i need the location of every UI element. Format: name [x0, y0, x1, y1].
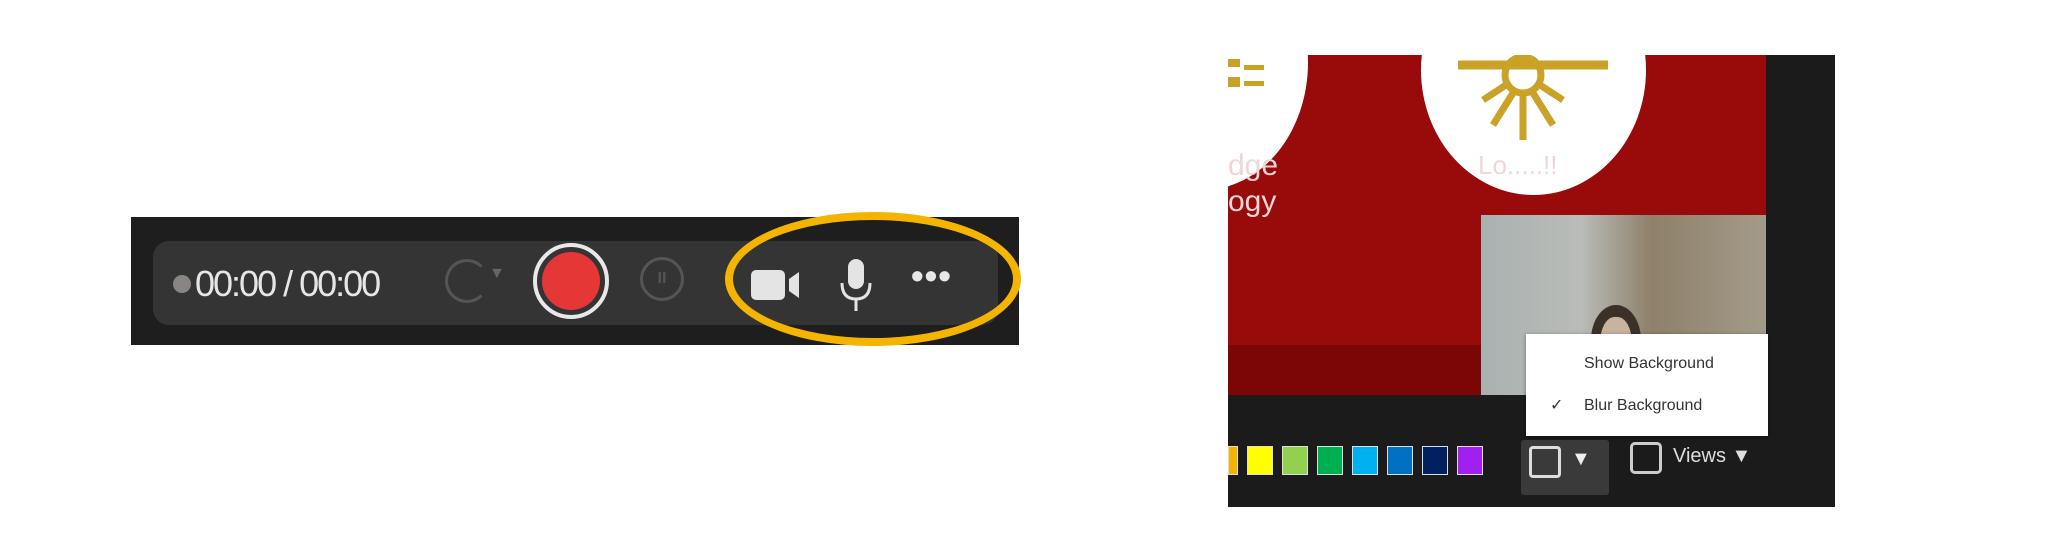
record-button[interactable] — [533, 243, 609, 319]
color-swatch[interactable] — [1228, 446, 1238, 475]
slide-band — [1228, 345, 1488, 395]
checklist-icon — [1228, 59, 1264, 87]
views-button[interactable]: Views ▼ — [1673, 445, 1752, 467]
highlight-ellipse — [725, 212, 1021, 346]
menu-item-show-background[interactable]: Show Background — [1584, 355, 1714, 372]
pause-button[interactable]: II — [640, 257, 684, 301]
background-button[interactable]: ▼ — [1521, 440, 1609, 495]
status-dot-icon — [173, 275, 191, 293]
color-swatch[interactable] — [1422, 446, 1448, 475]
menu-item-blur-background[interactable]: ✓ Blur Background — [1526, 386, 1768, 426]
color-swatch[interactable] — [1457, 446, 1483, 475]
views-icon[interactable] — [1630, 442, 1662, 474]
color-swatch[interactable] — [1317, 446, 1343, 475]
background-menu: Show Background ✓ Blur Background — [1526, 334, 1768, 436]
timer: 00:00 / 00:00 — [195, 263, 381, 304]
retake-dropdown-caret[interactable]: ▼ — [489, 265, 505, 282]
check-icon: ✓ — [1550, 397, 1564, 414]
color-swatch[interactable] — [1352, 446, 1378, 475]
color-swatch[interactable] — [1387, 446, 1413, 475]
slide-text: Lo.....!! — [1478, 150, 1558, 180]
lightbulb-icon — [1458, 55, 1608, 140]
retake-icon[interactable] — [445, 259, 489, 303]
caret-down-icon[interactable]: ▼ — [1571, 448, 1591, 470]
color-swatches — [1228, 446, 1483, 475]
color-swatch[interactable] — [1282, 446, 1308, 475]
record-icon — [542, 252, 600, 310]
person-icon — [1529, 446, 1561, 478]
color-swatch[interactable] — [1247, 446, 1273, 475]
